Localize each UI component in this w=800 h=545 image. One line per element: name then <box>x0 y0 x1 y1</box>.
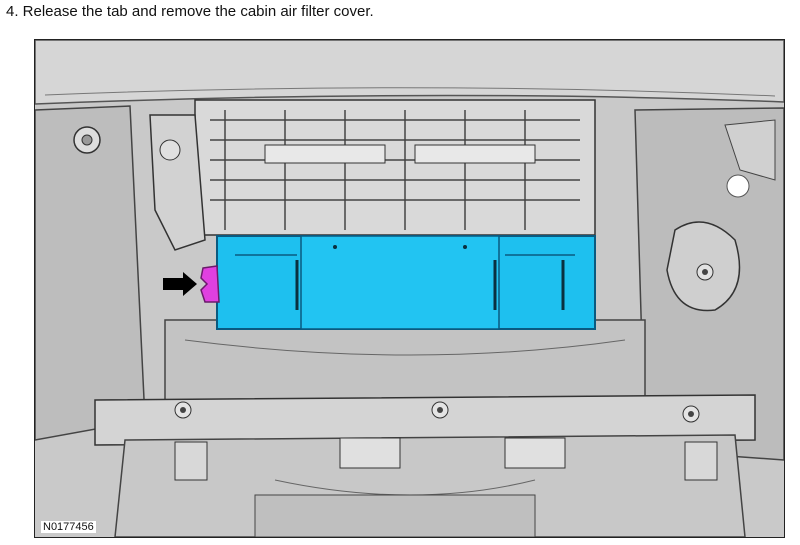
cabin-filter-illustration <box>35 40 784 537</box>
figure-id-label: N0177456 <box>41 521 96 533</box>
figure-frame: N0177456 <box>34 39 785 538</box>
step-heading: 4. Release the tab and remove the cabin … <box>6 3 374 20</box>
arrow-icon <box>163 272 197 296</box>
release-tab <box>200 265 220 303</box>
